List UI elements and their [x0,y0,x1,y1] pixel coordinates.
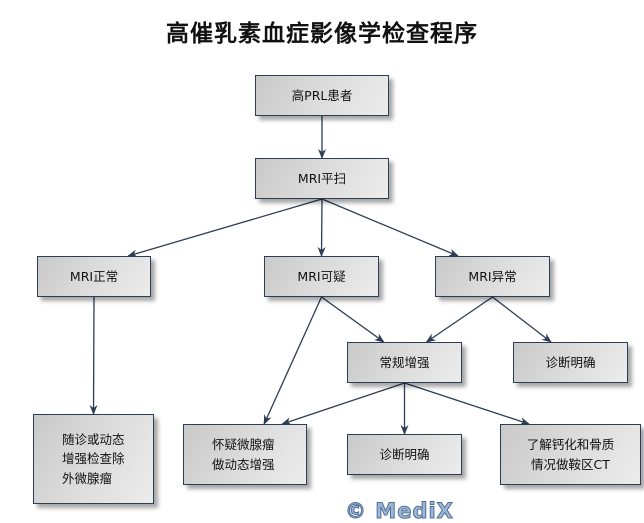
edge-arrow-plain_mri-to-mri_abnormal [321,198,459,257]
node-label: 随诊或动态 增强检查除 外微腺瘤 [62,431,125,486]
node-label: 诊断明确 [379,446,430,462]
node-mri-abnormal: MRI异常 [435,256,550,297]
edge-arrow-plain_mri-to-mri_suspicious [317,198,326,257]
edge-arrow-routine_enhance-to-ct_check [404,382,530,425]
node-label: MRI正常 [69,268,119,284]
edge-arrow-mri_suspicious-to-routine_enhance [321,296,385,343]
watermark-logo: © MediX [345,499,454,523]
node-mri-normal: MRI正常 [37,256,151,297]
node-label: 常规增强 [379,354,430,370]
edge-arrow-mri_abnormal-to-diagnosis_clear_1 [492,296,552,343]
node-start: 高PRL患者 [255,75,389,116]
edge-arrow-plain_mri-to-mri_normal [127,198,323,258]
node-follow-up: 随诊或动态 增强检查除 外微腺瘤 [33,414,154,504]
node-label: 高PRL患者 [291,87,353,103]
node-label: MRI平扫 [297,170,347,186]
node-suspect-microadenoma: 怀疑微腺瘤 做动态增强 [183,424,307,485]
edge-arrow-mri_suspicious-to-suspect_microadenoma [263,296,323,425]
node-plain-mri: MRI平扫 [255,158,389,199]
node-mri-suspicious: MRI可疑 [264,256,379,297]
diagram-title: 高催乳素血症影像学检查程序 [166,20,478,47]
node-label: 了解钙化和骨质 情况做鞍区CT [526,437,615,472]
edge-arrow-mri_abnormal-to-routine_enhance [425,296,493,343]
node-label: 怀疑微腺瘤 做动态增强 [212,437,275,472]
edge-arrow-mri_normal-to-follow_up [89,296,98,415]
node-label: MRI可疑 [297,268,346,284]
node-label: MRI异常 [468,268,517,284]
node-diagnosis-clear-2: 诊断明确 [347,434,462,475]
node-diagnosis-clear-1: 诊断明确 [513,342,628,383]
node-routine-enhance: 常规增强 [347,342,462,383]
node-label: 诊断明确 [545,354,596,370]
node-ct-check: 了解钙化和骨质 情况做鞍区CT [500,424,641,485]
edge-arrow-routine_enhance-to-suspect_microadenoma [281,382,405,425]
